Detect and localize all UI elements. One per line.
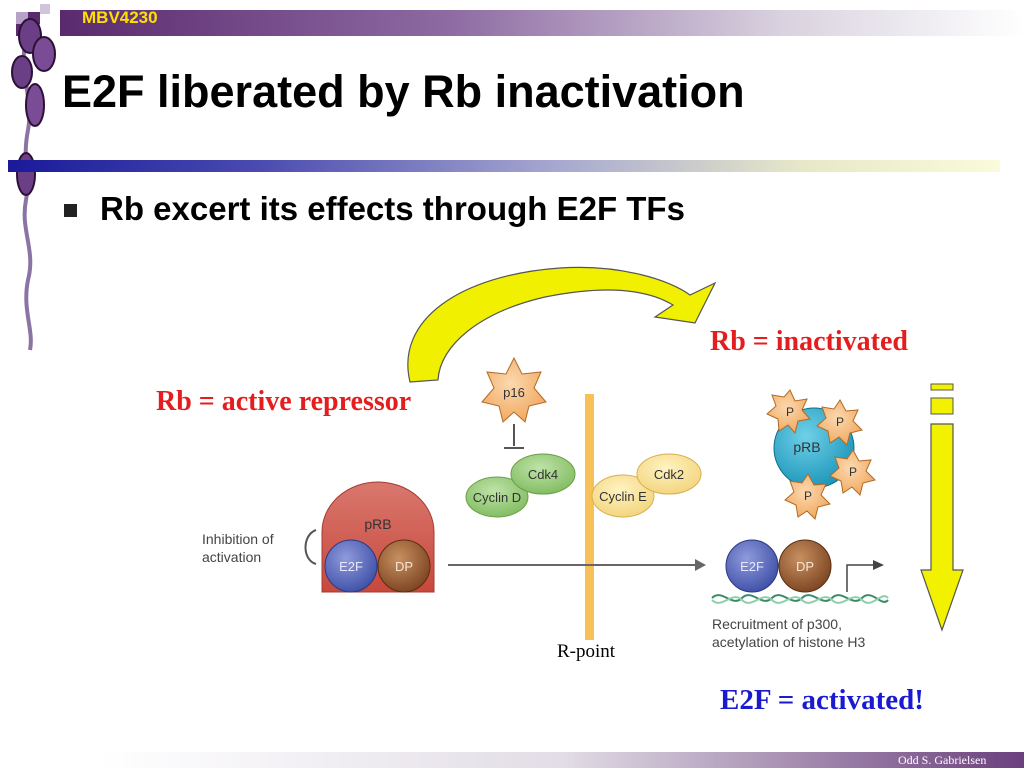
dp-label-repressed: DP <box>395 559 413 574</box>
transcription-start-arrow <box>846 564 875 592</box>
phospho-label: P <box>849 465 857 479</box>
dp-ball-repressed <box>377 539 431 593</box>
cdk2-label: Cdk2 <box>654 467 684 482</box>
transcription-arrow-head <box>873 560 884 570</box>
e2f-label-repressed: E2F <box>339 559 363 574</box>
vine-berry <box>32 36 56 72</box>
vine-decoration <box>11 4 56 351</box>
cdk4-blob <box>510 453 576 495</box>
prb-label: pRB <box>364 516 391 532</box>
phospho-star-icon <box>816 399 863 446</box>
e2f-ball-active <box>725 539 779 593</box>
header-band <box>60 10 1024 36</box>
bullet-square-icon <box>64 204 77 217</box>
label-r-point: R-point <box>557 641 616 662</box>
inhibition-text-line2: activation <box>202 549 261 565</box>
phospho-star-icon <box>766 389 811 435</box>
cdk4-label: Cdk4 <box>528 467 558 482</box>
vine-berry <box>25 83 45 127</box>
footer-band <box>100 752 1024 768</box>
bullet-text: Rb excert its effects through E2F TFs <box>100 190 685 227</box>
cyclin-e-label: Cyclin E <box>599 489 647 504</box>
title-underline <box>8 160 1000 172</box>
cyclin-d-blob <box>465 476 529 518</box>
downward-arrow <box>920 383 964 632</box>
dp-label-active: DP <box>796 559 814 574</box>
phospho-label: P <box>786 405 794 419</box>
cyclin-e-blob <box>591 474 655 518</box>
phospho-star-icon <box>784 473 831 520</box>
p16-star-icon <box>481 356 547 423</box>
slide-title: E2F liberated by Rb inactivation <box>62 66 745 117</box>
r-point-bar <box>585 394 594 640</box>
progression-arrow-head <box>695 559 706 571</box>
repression-bracket <box>304 529 317 565</box>
phospho-star-icon <box>829 449 876 496</box>
p16-label: p16 <box>503 385 525 400</box>
prb-label-phospho: pRB <box>793 439 820 455</box>
course-code: MBV4230 <box>82 8 158 27</box>
dna-helix <box>711 594 889 604</box>
e2f-label-active: E2F <box>740 559 764 574</box>
footer-author: Odd S. Gabrielsen <box>898 753 987 767</box>
curved-transition-arrow <box>407 266 717 383</box>
label-e2f-activated: E2F = activated! <box>720 684 924 716</box>
cdk2-blob <box>636 453 702 495</box>
cyclin-d-label: Cyclin D <box>473 490 521 505</box>
recruitment-text-line2: acetylation of histone H3 <box>712 634 866 650</box>
phospho-label: P <box>836 415 844 429</box>
inhibition-text-line1: Inhibition of <box>202 531 274 547</box>
vine-berry <box>11 55 33 89</box>
dp-ball-active <box>778 539 832 593</box>
label-inactivated: Rb = inactivated <box>710 326 908 357</box>
label-active-repressor: Rb = active repressor <box>156 386 412 417</box>
e2f-ball-repressed <box>324 539 378 593</box>
phospho-label: P <box>804 489 812 503</box>
recruitment-text-line1: Recruitment of p300, <box>712 616 842 632</box>
